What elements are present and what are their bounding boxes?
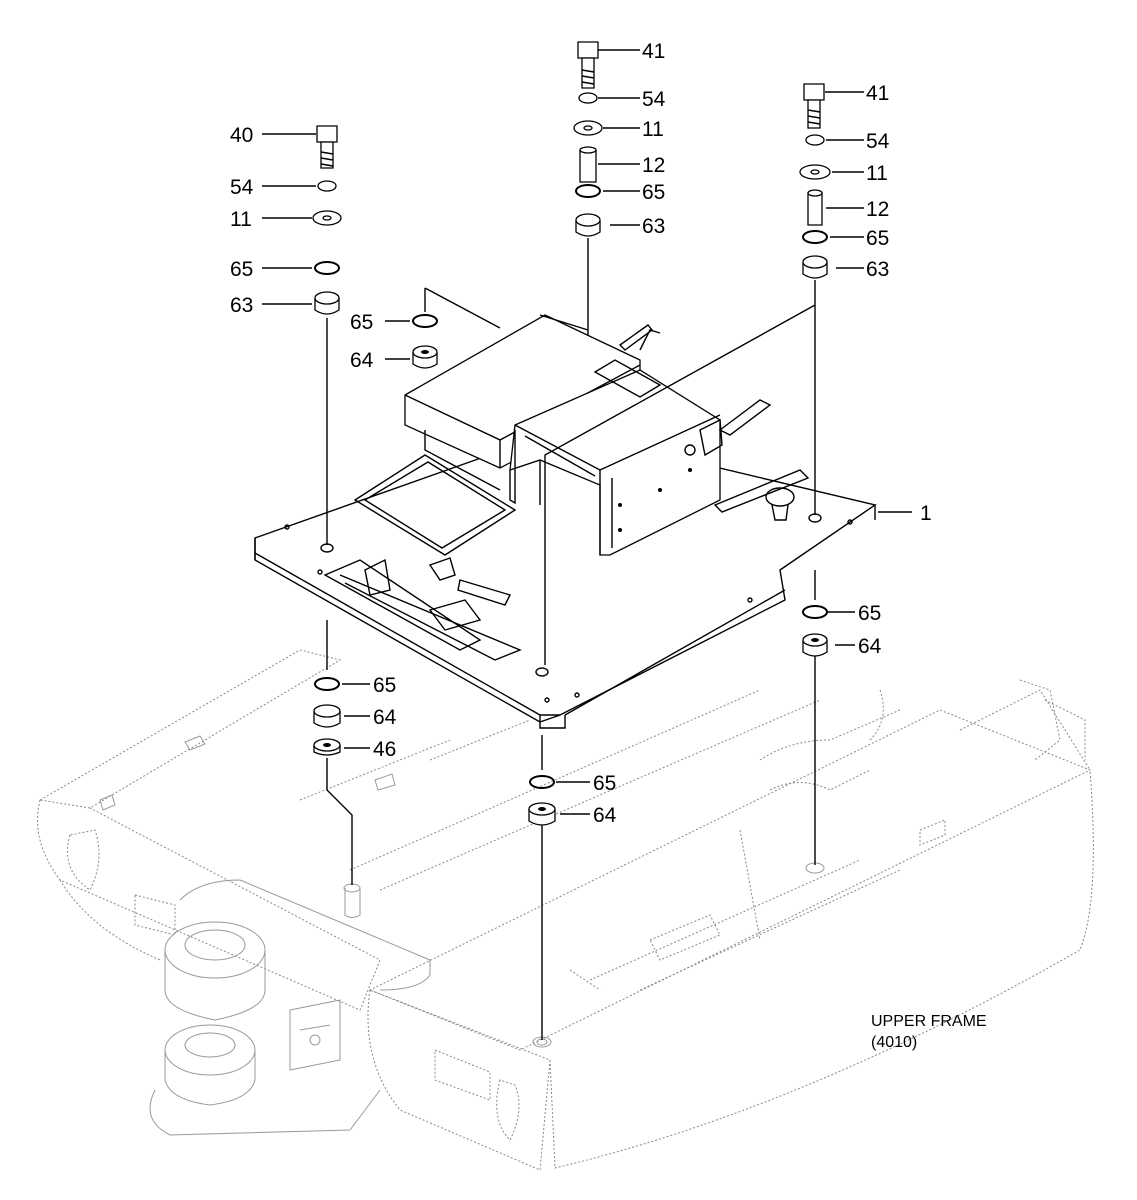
oring-65-center	[575, 184, 601, 198]
callout-11-right: 11	[866, 162, 888, 185]
washer-54-left	[317, 180, 337, 192]
callout-63-center: 63	[642, 215, 665, 238]
mount-64-center-lower	[528, 802, 556, 826]
callout-41-right: 41	[866, 82, 889, 105]
callout-64-right-lower: 64	[858, 635, 882, 658]
leader-lines	[262, 49, 912, 1040]
callout-12-right: 12	[866, 198, 889, 221]
callout-11-center: 11	[642, 118, 664, 141]
oring-65-left	[314, 261, 340, 275]
callout-63-left: 63	[230, 294, 253, 317]
bolt-40-left	[316, 125, 338, 169]
mount-63-left	[314, 291, 340, 315]
collar-12-right	[807, 189, 823, 226]
bolt-41-center	[577, 41, 599, 89]
upper-frame-note: UPPER FRAME (4010)	[871, 1013, 987, 1051]
washer-54-right	[805, 134, 825, 146]
washer-11-center	[573, 120, 603, 136]
callout-1-plate: 1	[920, 502, 932, 525]
oring-65-right-lower	[802, 605, 828, 619]
callout-65-left-lower: 65	[373, 674, 396, 697]
callout-65-right-lower: 65	[858, 602, 881, 625]
callout-40-left: 40	[230, 124, 253, 147]
callout-64-inner: 64	[350, 349, 374, 372]
callout-64-center-lower: 64	[593, 804, 617, 827]
mount-64-left-lower	[313, 704, 341, 728]
callout-12-center: 12	[642, 154, 665, 177]
upper-frame-drawing	[37, 649, 1094, 1171]
note-line-1: UPPER FRAME	[871, 1013, 987, 1030]
mount-63-right	[802, 255, 828, 279]
callout-65-center: 65	[642, 181, 665, 204]
oring-65-inner	[412, 314, 438, 328]
oring-65-left-lower	[314, 677, 340, 691]
washer-46-left-lower	[313, 738, 341, 756]
callout-54-right: 54	[866, 130, 890, 153]
callout-11-left: 11	[230, 208, 252, 231]
seat-bracket-assembly	[404, 314, 772, 556]
callout-65-left: 65	[230, 258, 253, 281]
mount-63-center	[575, 213, 601, 237]
callout-63-right: 63	[866, 258, 889, 281]
callout-64-left-lower: 64	[373, 706, 397, 729]
oring-65-right	[802, 230, 828, 244]
callout-46-left-lower: 46	[373, 738, 396, 761]
hardware-parts	[312, 41, 831, 826]
mount-64-right-lower	[802, 633, 828, 657]
bolt-41-right	[803, 83, 825, 129]
callout-54-left: 54	[230, 176, 254, 199]
callout-labels: 41 54 11 12 65 63 41 54 11 12 65 63 40 5…	[230, 40, 932, 827]
callout-65-right: 65	[866, 227, 889, 250]
washer-11-left	[312, 210, 342, 226]
washer-11-right	[799, 164, 831, 180]
mount-64-inner	[412, 345, 438, 369]
callout-65-center-lower: 65	[593, 772, 616, 795]
oring-65-center-lower	[529, 775, 555, 789]
callout-54-center: 54	[642, 88, 666, 111]
washer-54-center	[578, 92, 598, 104]
callout-65-inner: 65	[350, 311, 373, 334]
collar-12-center	[579, 146, 597, 183]
note-line-2: (4010)	[871, 1034, 917, 1051]
callout-41-center: 41	[642, 40, 665, 63]
